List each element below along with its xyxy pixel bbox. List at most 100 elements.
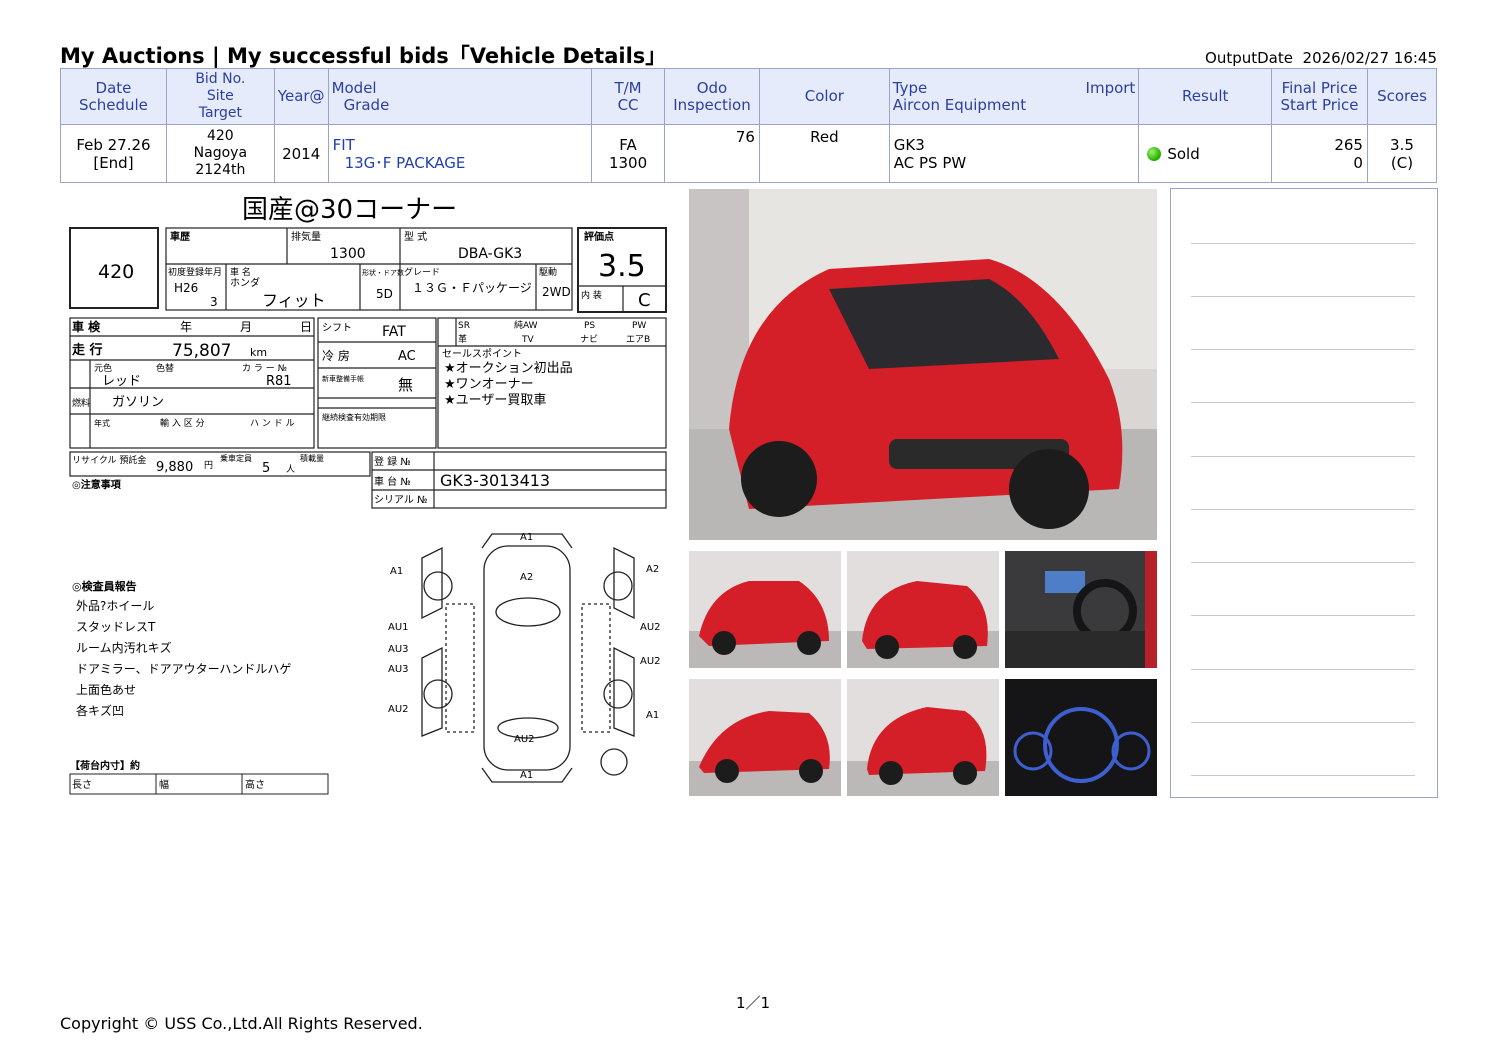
page-number: 1／1: [736, 994, 771, 1012]
sheet-label-color-no: カ ラ ー №: [242, 363, 287, 374]
sheet-equip-airbag: エアB: [626, 335, 650, 345]
note-line: [1191, 456, 1415, 457]
sheet-label-inspection: 車 検: [72, 319, 101, 334]
sheet-label-year-model: 年式: [94, 418, 110, 428]
sheet-equip-pw: PW: [632, 321, 646, 331]
sheet-equip-ps: PS: [584, 321, 595, 331]
sheet-label-load: 積載量: [300, 453, 324, 463]
sheet-equip-leather: 革: [458, 333, 467, 345]
sheet-label-cargo: 【荷台内寸】約: [70, 759, 140, 772]
cell-color: Red: [758, 124, 890, 183]
thumbnail-photo-5[interactable]: [847, 679, 999, 796]
diagram-mark-8: AU2: [388, 704, 409, 715]
thumbnail-photo-3[interactable]: [1005, 551, 1157, 668]
diagram-mark-13: AU2: [514, 734, 535, 745]
sheet-label-year: 年: [180, 320, 192, 334]
note-line: [1191, 243, 1415, 244]
thumb-interior-image: [1005, 551, 1157, 668]
sheet-sales-point-3: ★ユーザー買取車: [444, 393, 546, 408]
sheet-equip-tv: TV: [521, 335, 534, 345]
grade-link[interactable]: 13G･F PACKAGE: [344, 153, 466, 172]
model-link[interactable]: FIT: [332, 135, 355, 154]
note-line: [1191, 615, 1415, 616]
sheet-label-width: 幅: [159, 778, 169, 791]
sheet-label-color-orig: 元色: [94, 362, 112, 374]
col-year: Year@: [273, 68, 329, 125]
main-vehicle-photo[interactable]: [689, 189, 1157, 540]
sheet-sales-point-1: ★オークション初出品: [444, 361, 573, 376]
sheet-label-handle: ハ ン ド ル: [250, 419, 295, 429]
notes-panel[interactable]: [1170, 188, 1438, 798]
sheet-label-recycle: リサイクル 預託金: [72, 454, 146, 466]
red-car-front-image: [689, 189, 1157, 540]
thumbnail-photo-4[interactable]: [689, 679, 841, 796]
diagram-mark-4: A2: [646, 564, 659, 575]
note-line: [1191, 509, 1415, 510]
diagram-mark-5: AU1: [388, 622, 409, 633]
sheet-color: レッド: [102, 374, 141, 389]
result-text: Sold: [1167, 144, 1200, 163]
output-date-value: 2026/02/27 16:45: [1302, 49, 1437, 67]
thumb-car-rear-image: [847, 551, 999, 668]
diagram-mark-2: A2: [520, 572, 533, 583]
sheet-capacity: 5: [262, 461, 270, 476]
sheet-label-sales: セールスポイント: [442, 348, 522, 360]
sheet-label-name: 車 名: [230, 266, 251, 278]
sheet-color-no: R81: [266, 374, 292, 389]
sheet-chassis-number: GK3-3013413: [440, 471, 550, 490]
sheet-manual-book: 無: [398, 376, 413, 394]
auction-sheet-drawing: 国産@30コーナー 420 車歴 排気量 型 式 1300 DBA-GK3 評価…: [69, 195, 667, 795]
sheet-label-model: 型 式: [404, 230, 427, 243]
cell-year: 2014: [273, 124, 329, 183]
sheet-label-cool: 冷 房: [322, 348, 350, 363]
page-title: My Auctions | My successful bids「Vehicle…: [60, 44, 667, 68]
output-date-label: OutputDate: [1205, 49, 1293, 67]
sheet-label-interior: 内 装: [581, 289, 602, 301]
diagram-mark-7: AU3: [388, 664, 409, 675]
sheet-first-reg-month: 3: [210, 295, 218, 309]
sheet-equip-navi: ナビ: [580, 334, 598, 345]
sheet-mileage: 75,807: [172, 341, 231, 361]
sheet-car-name: フィット: [262, 291, 326, 310]
sheet-model-code: DBA-GK3: [458, 246, 522, 262]
sheet-displacement: 1300: [330, 246, 366, 262]
sheet-label-color-change: 色替: [156, 362, 174, 374]
diagram-mark-3: A1: [390, 566, 403, 577]
diagram-mark-12: A1: [520, 770, 533, 781]
sheet-inspector-report-title: ◎検査員報告: [72, 579, 137, 593]
cell-result: Sold: [1138, 124, 1273, 183]
sheet-label-drive: 駆動: [539, 267, 557, 278]
sheet-label-day: 日: [300, 320, 312, 334]
thumbnail-photo-6[interactable]: [1005, 679, 1157, 796]
thumb-gauge-cluster-image: [1005, 679, 1157, 796]
auction-sheet[interactable]: 国産@30コーナー 420 車歴 排気量 型 式 1300 DBA-GK3 評価…: [62, 188, 676, 798]
sheet-maker: ホンダ: [230, 276, 260, 289]
sheet-interior-score: C: [638, 290, 651, 311]
thumbnail-photo-2[interactable]: [847, 551, 999, 668]
diagram-mark-1: A1: [520, 532, 533, 543]
sold-status-icon: [1147, 146, 1162, 161]
thumbnail-photo-1[interactable]: [689, 551, 841, 668]
sheet-label-chassis: 車 台 №: [374, 475, 411, 488]
sheet-equip-aw: 純AW: [514, 319, 538, 331]
diagram-mark-10: A1: [646, 710, 659, 721]
sheet-fuel: ガソリン: [112, 395, 164, 410]
diagram-mark-11: AU2: [640, 656, 661, 667]
col-color: Color: [758, 68, 890, 125]
sheet-inspector-note-4: ドアミラー、ドアアウターハンドルハゲ: [76, 662, 291, 676]
sheet-label-import-class: 輸 入 区 分: [160, 417, 205, 429]
output-date: OutputDate 2026/02/27 16:45: [1205, 49, 1437, 67]
sheet-inspector-note-1: 外品?ホイール: [76, 599, 154, 613]
sheet-label-person: 人: [286, 464, 295, 475]
copyright: Copyright © USS Co.,Ltd.All Rights Reser…: [60, 1014, 423, 1033]
sheet-doors: 5D: [376, 287, 393, 301]
